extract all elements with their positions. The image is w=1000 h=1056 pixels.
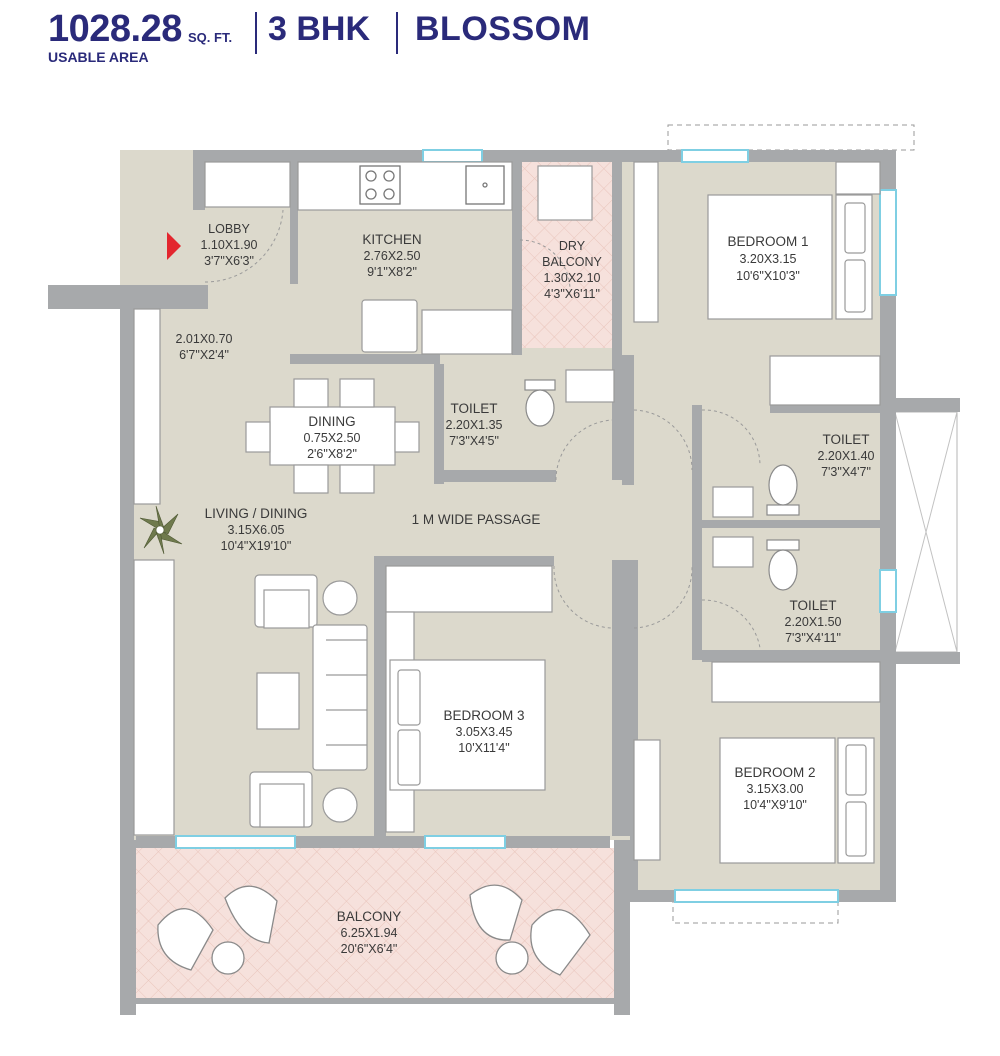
bed-1 [707, 194, 833, 320]
passage-name: 1 M WIDE PASSAGE [412, 512, 541, 527]
lobby-imperial: 3'7"X6'3" [204, 254, 254, 268]
toilet-common-name: TOILET [450, 401, 497, 416]
project-name: BLOSSOM [415, 10, 591, 48]
living-name: LIVING / DINING [205, 506, 308, 521]
bedroom1-name: BEDROOM 1 [727, 234, 808, 249]
balcony-name: BALCONY [337, 909, 402, 924]
configuration: 3 BHK [268, 10, 371, 48]
dining-metric: 0.75X2.50 [304, 431, 361, 445]
bedroom1-metric: 3.20X3.15 [740, 252, 797, 266]
toilet-common-imperial: 7'3"X4'5" [449, 434, 499, 448]
bed-2 [719, 737, 836, 864]
balcony-imperial: 20'6"X6'4" [341, 942, 398, 956]
toilet-bed2-metric: 2.20X1.50 [785, 615, 842, 629]
walls [48, 150, 960, 1015]
area-caption: USABLE AREA [48, 49, 149, 65]
toilet-icon [766, 539, 800, 591]
entry-passage-imperial: 6'7"X2'4" [179, 348, 229, 362]
entry-passage-metric: 2.01X0.70 [176, 332, 233, 346]
balcony-metric: 6.25X1.94 [341, 926, 398, 940]
bedroom2-imperial: 10'4"X9'10" [743, 798, 807, 812]
door-swings [204, 209, 761, 649]
area-value: 1028.28 [48, 8, 182, 50]
dining-imperial: 2'6"X8'2" [307, 447, 357, 461]
toilet-bed1-name: TOILET [822, 432, 869, 447]
entry-arrow-icon [167, 232, 181, 260]
bedroom1-imperial: 10'6"X10'3" [736, 269, 800, 283]
plant-icon [139, 505, 183, 555]
dining-name: DINING [308, 414, 355, 429]
dry-balcony-name-2: BALCONY [542, 255, 602, 269]
duct-cross [894, 411, 958, 653]
dry-balcony-imperial: 4'3"X6'11" [544, 287, 600, 301]
toilet-bed1-imperial: 7'3"X4'7" [821, 465, 871, 479]
toilet-common-metric: 2.20X1.35 [446, 418, 503, 432]
living-metric: 3.15X6.05 [228, 523, 285, 537]
stove-icon [359, 165, 401, 205]
bedroom3-name: BEDROOM 3 [443, 708, 524, 723]
furniture [133, 161, 881, 864]
bedroom3-imperial: 10'X11'4" [458, 741, 509, 755]
toilet-icon [524, 379, 556, 427]
toilet-bed1-metric: 2.20X1.40 [818, 449, 875, 463]
plan-header: 1028.28 SQ. FT. USABLE AREA 3 BHK BLOSSO… [0, 0, 1000, 80]
lobby-name: LOBBY [208, 222, 250, 236]
dry-balcony-metric: 1.30X2.10 [544, 271, 601, 285]
header-divider [396, 12, 398, 54]
area-unit: SQ. FT. [188, 30, 233, 45]
toilet-bed2-name: TOILET [789, 598, 836, 613]
bedroom2-name: BEDROOM 2 [734, 765, 815, 780]
kitchen-name: KITCHEN [362, 232, 421, 247]
windows [175, 149, 897, 903]
bedroom2-metric: 3.15X3.00 [747, 782, 804, 796]
toilet-bed2-imperial: 7'3"X4'11" [785, 631, 841, 645]
dining-table [269, 406, 396, 466]
room-labels: LOBBY 1.10X1.90 3'7"X6'3" KITCHEN 2.76X2… [176, 222, 875, 956]
living-imperial: 10'4"X19'10" [221, 539, 292, 553]
header-divider [255, 12, 257, 54]
toilet-icon [766, 464, 800, 516]
sink-icon [465, 165, 505, 205]
kitchen-metric: 2.76X2.50 [364, 249, 421, 263]
bedroom3-metric: 3.05X3.45 [456, 725, 513, 739]
kitchen-imperial: 9'1"X8'2" [367, 265, 417, 279]
balcony-furniture [157, 884, 591, 976]
lobby-metric: 1.10X1.90 [201, 238, 258, 252]
dry-balcony-name-1: DRY [559, 239, 586, 253]
